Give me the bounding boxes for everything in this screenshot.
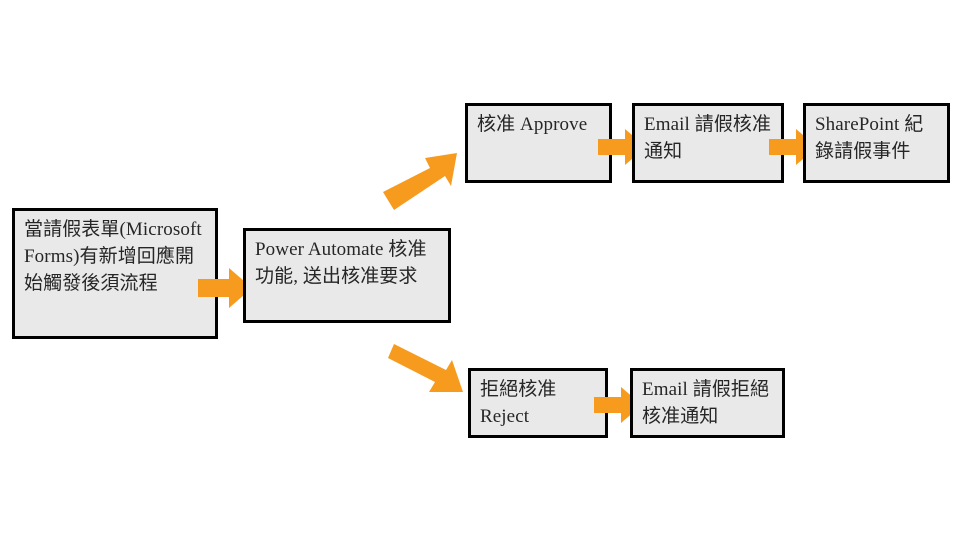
trigger-node[interactable]: 當請假表單(Microsoft Forms)有新增回應開始觸發後須流程 — [12, 208, 218, 339]
reject-node-label: 拒絕核准 Reject — [480, 379, 557, 427]
trigger-node-label: 當請假表單(Microsoft Forms)有新增回應開始觸發後須流程 — [24, 219, 202, 294]
arrow-branch-approve — [383, 150, 461, 212]
power-automate-node-label: Power Automate 核准功能, 送出核准要求 — [255, 239, 427, 287]
reject-node[interactable]: 拒絕核准 Reject — [468, 368, 608, 438]
email-approved-node[interactable]: Email 請假核准通知 — [632, 103, 784, 183]
approve-node-label: 核准 Approve — [477, 114, 588, 135]
power-automate-node[interactable]: Power Automate 核准功能, 送出核准要求 — [243, 228, 451, 323]
arrow-branch-reject — [388, 336, 469, 398]
email-rejected-node-label: Email 請假拒絕核准通知 — [642, 379, 770, 427]
approve-node[interactable]: 核准 Approve — [465, 103, 612, 183]
sharepoint-node-label: SharePoint 紀錄請假事件 — [815, 114, 924, 162]
arrow-trigger-to-power-automate — [198, 266, 252, 310]
sharepoint-node[interactable]: SharePoint 紀錄請假事件 — [803, 103, 950, 183]
email-approved-node-label: Email 請假核准通知 — [644, 114, 772, 162]
email-rejected-node[interactable]: Email 請假拒絕核准通知 — [630, 368, 785, 438]
